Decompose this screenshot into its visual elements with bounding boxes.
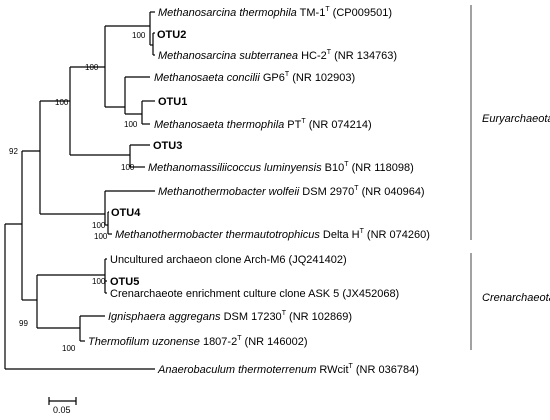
bootstrap-thermautotrophicus: 100 (94, 232, 108, 241)
scale-bar: 0.05 (48, 397, 77, 415)
group-brackets: Euryarchaeota Crenarchaeota (470, 5, 550, 350)
bootstrap-otu3: 100 (121, 163, 135, 172)
bootstrap-otu1: 100 (124, 120, 138, 129)
leaf-arch-m6: Uncultured archaeon clone Arch-M6 (JQ241… (110, 254, 347, 266)
leaf-m-thermophila: Methanosarcina thermophila TM-1T (CP0095… (158, 6, 392, 19)
tree-branches (4, 11, 155, 370)
bootstrap-sarcina-saeta: 100 (85, 63, 99, 72)
bootstrap-otu5: 100 (92, 277, 106, 286)
group-label-euryarchaeota: Euryarchaeota (482, 113, 550, 125)
leaf-labels: Methanosarcina thermophila TM-1T (CP0095… (88, 6, 430, 376)
leaf-m-luminyensis: Methanomassiliicoccus luminyensis B10T (… (148, 161, 414, 174)
leaf-i-aggregans: Ignisphaera aggregans DSM 17230T (NR 102… (108, 310, 352, 323)
leaf-otu3: OTU3 (153, 140, 182, 152)
leaf-a-thermoterrenum: Anaerobaculum thermoterrenum RWcitT (NR … (157, 363, 419, 376)
leaf-m-wolfeii: Methanothermobacter wolfeii DSM 2970T (N… (158, 185, 425, 198)
bootstrap-crenarchaeota: 99 (19, 319, 28, 328)
leaf-otu1: OTU1 (158, 96, 187, 108)
scale-bar-label: 0.05 (53, 405, 71, 415)
leaf-m-concilii: Methanosaeta concilii GP6T (NR 102903) (154, 71, 355, 84)
bootstrap-values: 100 100 100 100 100 92 100 100 100 100 9… (9, 31, 146, 353)
leaf-ask5: Crenarchaeote enrichment culture clone A… (110, 288, 399, 300)
leaf-otu2: OTU2 (157, 29, 186, 41)
bootstrap-euryarchaeota: 92 (9, 147, 18, 156)
bootstrap-otu4: 100 (92, 221, 106, 230)
leaf-m-thermophila-pt: Methanosaeta thermophila PTT (NR 074214) (154, 118, 372, 131)
leaf-m-subterranea: Methanosarcina subterranea HC-2T (NR 134… (158, 49, 397, 62)
leaf-m-thermautotrophicus: Methanothermobacter thermautotrophicus D… (115, 228, 430, 241)
bootstrap-ignisphaera-thermofilum: 100 (62, 344, 76, 353)
bootstrap-otu2: 100 (132, 31, 146, 40)
leaf-otu4: OTU4 (111, 207, 141, 219)
group-label-crenarchaeota: Crenarchaeota (482, 292, 550, 304)
leaf-otu5: OTU5 (110, 276, 139, 288)
leaf-t-uzonense: Thermofilum uzonense 1807-2T (NR 146002) (88, 335, 308, 348)
bootstrap-methanogens: 100 (55, 98, 69, 107)
